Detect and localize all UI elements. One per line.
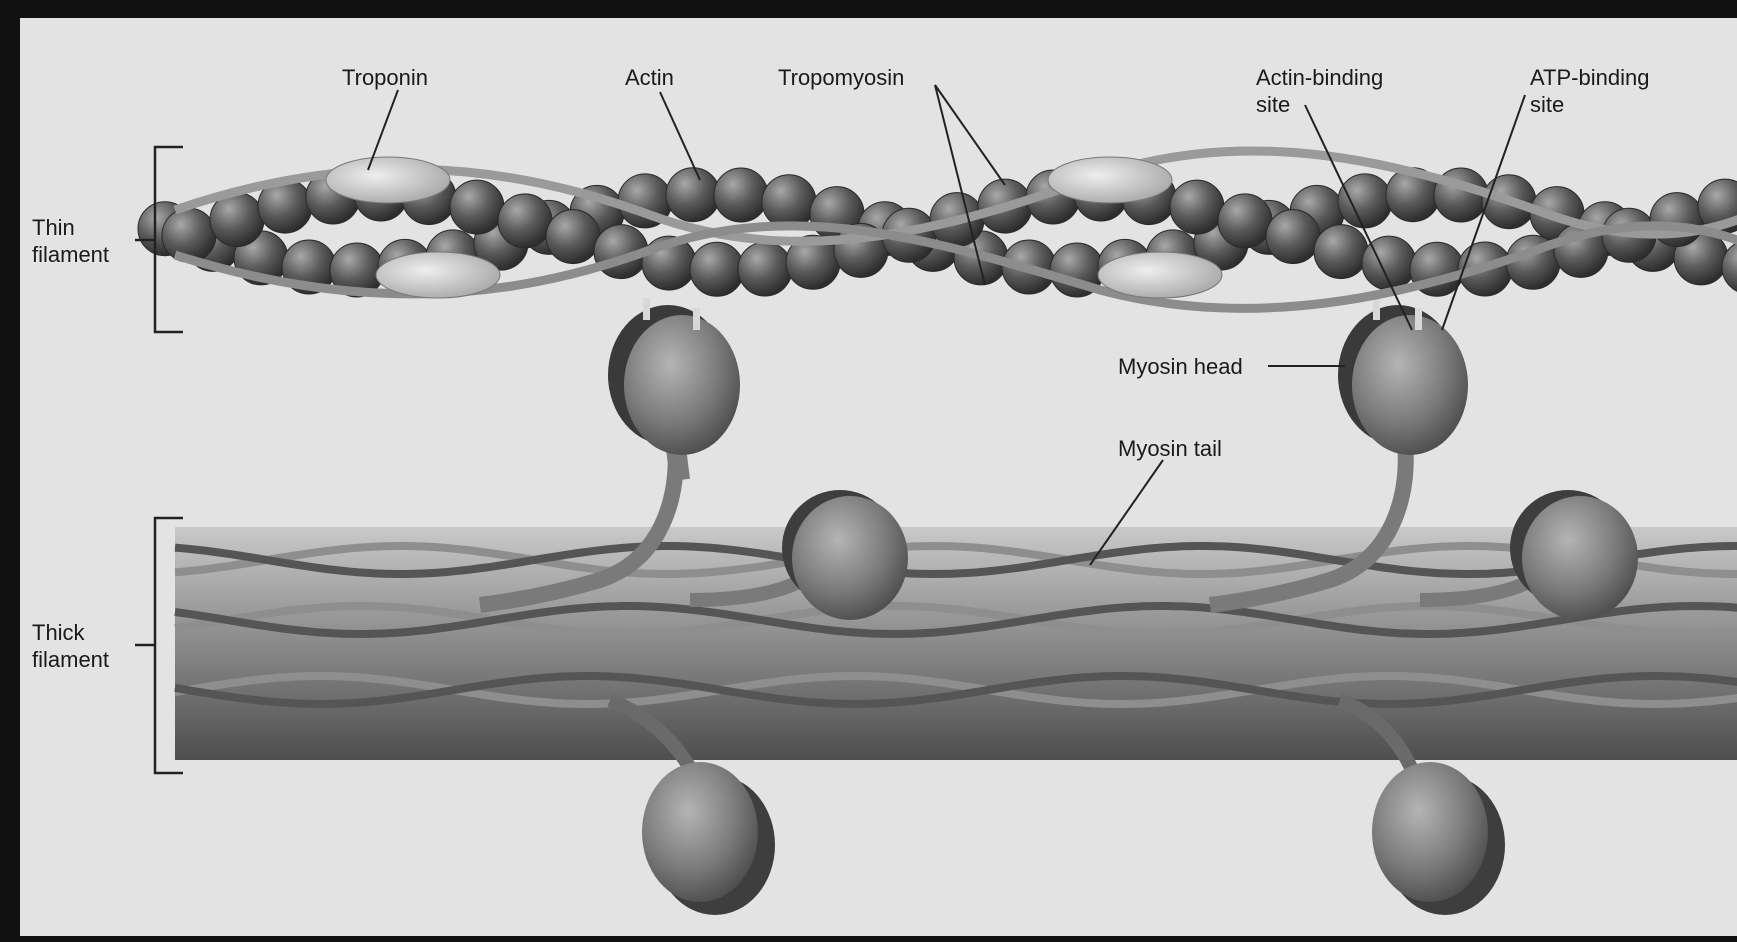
troponin-complex-3 [1048,157,1172,203]
label-actin-binding-site-line2: site [1256,92,1290,117]
troponin-complex-1 [326,157,450,203]
label-actin-binding-site-line1: Actin-binding [1256,65,1383,90]
actin-bead [1338,174,1392,228]
actin-bead [690,242,744,296]
label-thick-filament-line1: Thick [32,620,86,645]
actin-bead [666,168,720,222]
actin-bead [450,180,504,234]
actin-bead [546,210,600,264]
label-atp-binding-site-line2: site [1530,92,1564,117]
thick-filament-rod [175,527,1737,760]
actin-bead [162,208,216,262]
label-myosin-head: Myosin head [1118,354,1243,379]
actin-bead [738,242,792,296]
label-myosin-tail: Myosin tail [1118,436,1222,461]
actin-bead [1218,194,1272,248]
actin-bead [1170,180,1224,234]
label-troponin: Troponin [342,65,428,90]
actin-bead [762,175,816,229]
actin-bead [1314,225,1368,279]
label-atp-binding-site-line1: ATP-binding [1530,65,1649,90]
troponin-complex-2 [376,252,500,298]
label-thick-filament-line2: filament [32,647,109,672]
label-thin-filament-line2: filament [32,242,109,267]
actin-bead [714,168,768,222]
label-actin: Actin [625,65,674,90]
label-thin-filament-line1: Thin [32,215,75,240]
label-tropomyosin: Tropomyosin [778,65,904,90]
actin-bead [1266,210,1320,264]
troponin-complex-4 [1098,252,1222,298]
actin-bead [498,194,552,248]
